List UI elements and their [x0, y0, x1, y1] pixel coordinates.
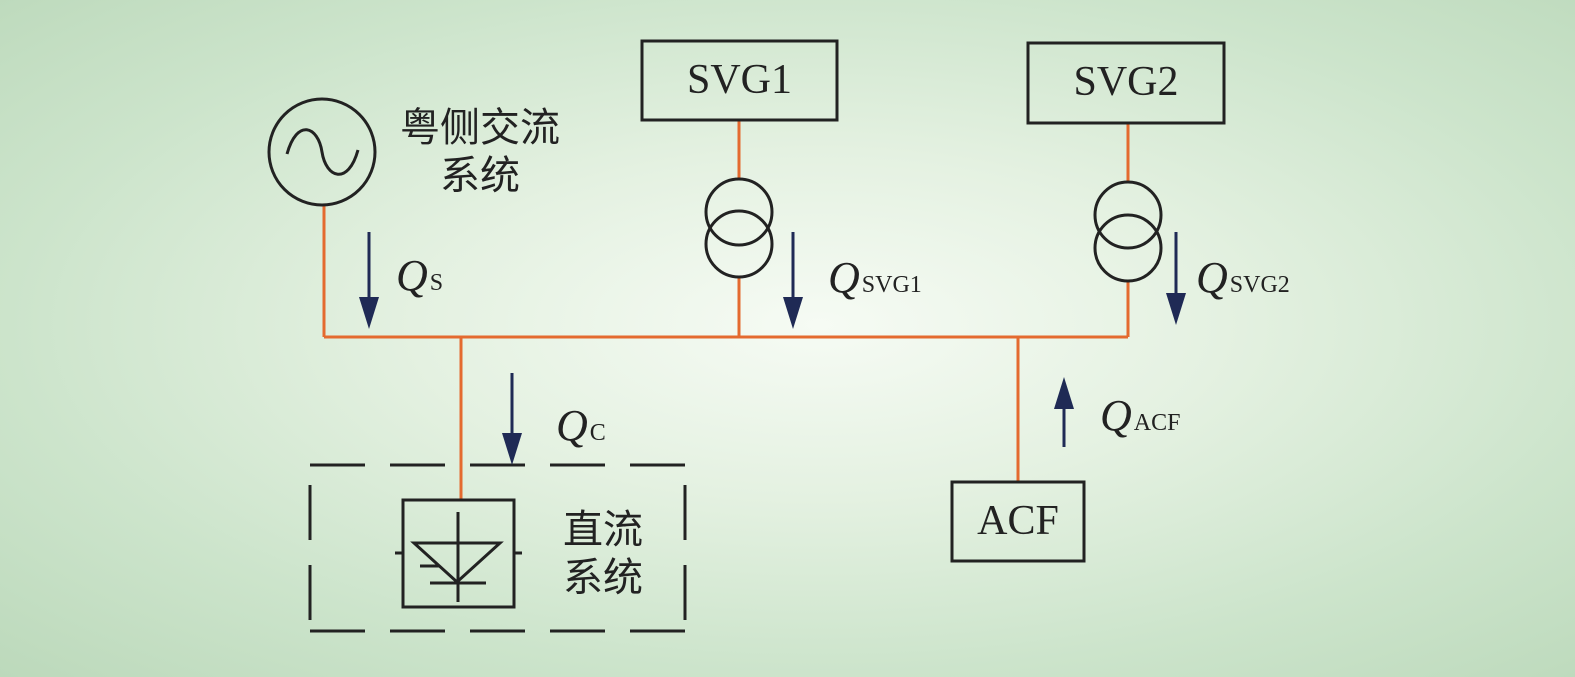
qs-label: QS — [396, 254, 443, 298]
qacf-arrow — [1054, 377, 1074, 447]
qc-subscript: C — [589, 420, 606, 446]
acf-box — [950, 480, 1086, 563]
converter-icon — [395, 498, 522, 609]
qs-subscript: S — [429, 270, 444, 296]
dc-system-label: 直流 系统 — [548, 506, 658, 602]
qs-arrow — [359, 232, 379, 329]
qsvg1-subscript: SVG1 — [861, 272, 922, 298]
qacf-symbol: Q — [1100, 391, 1132, 440]
qs-symbol: Q — [396, 251, 428, 300]
transformer-icon — [704, 177, 774, 279]
dc-system-label-line2: 系统 — [563, 555, 643, 601]
qsvg1-arrow — [783, 232, 803, 329]
dc-system-label-line1: 直流 — [563, 507, 643, 553]
svg2-box — [1026, 41, 1226, 125]
acf-label: ACF — [977, 498, 1059, 544]
qsvg2-arrow — [1166, 232, 1186, 325]
qc-label: QC — [556, 404, 606, 448]
qacf-subscript: ACF — [1133, 410, 1181, 436]
svg1-label: SVG1 — [686, 57, 793, 103]
dc-system-dashed-boundary — [308, 463, 687, 633]
qsvg2-label: QSVG2 — [1196, 256, 1290, 300]
orange-wiring — [322, 120, 1130, 500]
ac-system-label: 粤侧交流 系统 — [380, 104, 580, 200]
svg2-label: SVG2 — [1073, 59, 1179, 105]
flow-arrows — [359, 232, 1186, 465]
qsvg2-symbol: Q — [1196, 253, 1228, 302]
qc-arrow — [502, 373, 522, 465]
transformer-icon — [1093, 180, 1163, 283]
ac-system-label-line1: 粤侧交流 — [400, 105, 560, 151]
qacf-label: QACF — [1100, 394, 1180, 438]
qc-symbol: Q — [556, 401, 588, 450]
qsvg2-subscript: SVG2 — [1229, 272, 1290, 298]
qsvg1-label: QSVG1 — [828, 256, 922, 300]
ac-system-label-line2: 系统 — [440, 153, 520, 199]
qsvg1-symbol: Q — [828, 253, 860, 302]
ac-source-icon — [267, 97, 377, 207]
svg1-box — [640, 39, 839, 122]
